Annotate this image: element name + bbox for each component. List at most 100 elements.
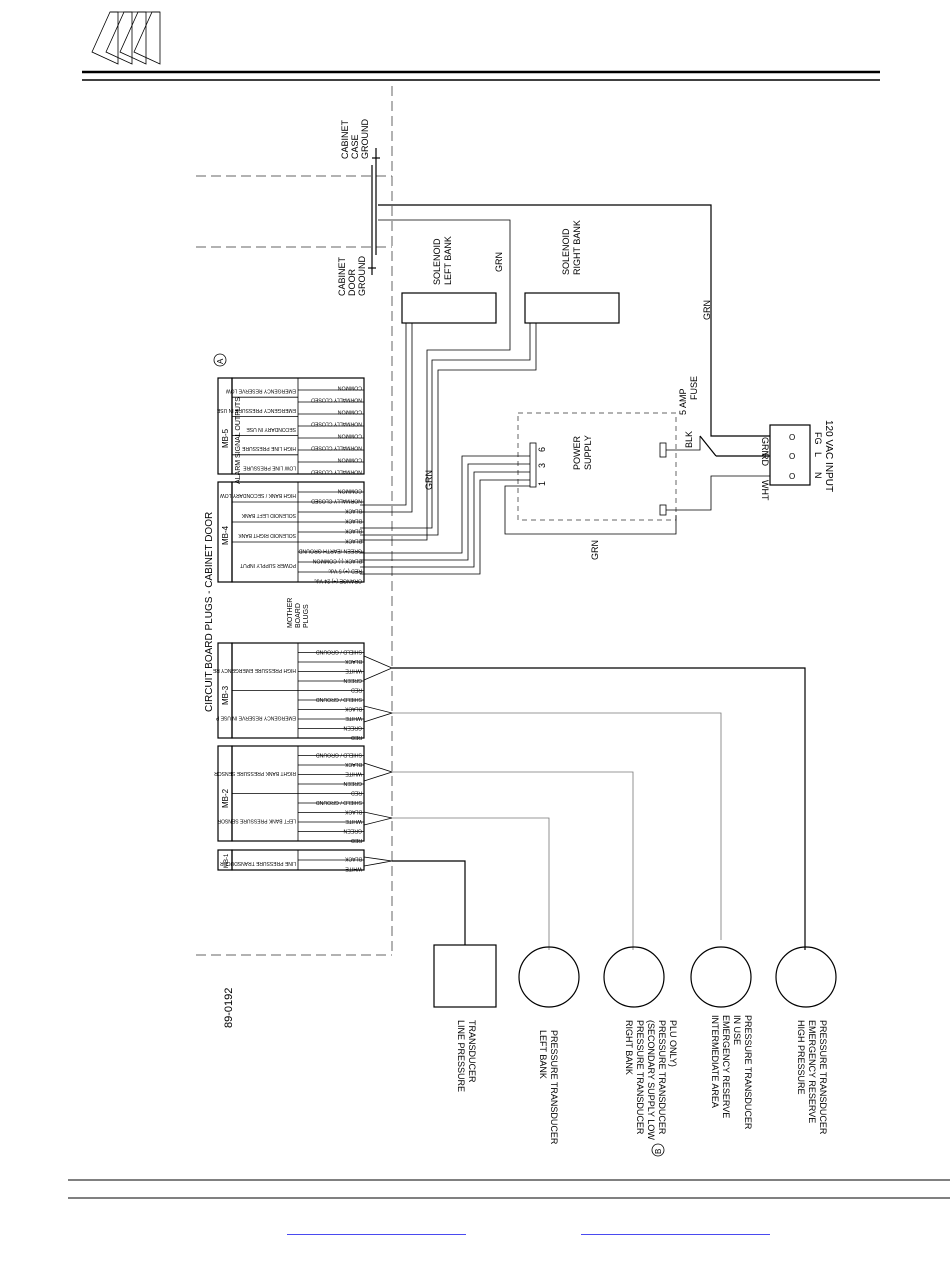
transducer-label: LINE PRESSURE [456, 1020, 466, 1092]
power-supply: POWER SUPPLY 6 3 1 [517, 412, 677, 521]
ac-input-label: 120 VAC INPUT [823, 420, 834, 492]
mb3-row-label: RED [351, 734, 362, 740]
mb1-name: MB-1 [224, 853, 230, 868]
drawing-number: 89-0192 [223, 988, 235, 1028]
mb2-row-label: BLACK [344, 761, 362, 767]
footer-link-1[interactable] [287, 1234, 466, 1235]
mb2-row-label: BLACK [344, 808, 362, 814]
solenoid-left-label-2: LEFT BANK [443, 236, 453, 285]
rd-label: RD [760, 453, 770, 466]
transducer-label: TRANSDUCER [467, 1020, 477, 1083]
mb3-row-label: SHIELD / GROUND [316, 648, 362, 654]
solenoid-right-label-1: SOLENOID [561, 228, 571, 275]
mb3-row-label: GREEN [343, 677, 362, 683]
mb3-row-label: RED [351, 686, 362, 692]
mb4-signal-label: SOLENOID RIGHT BANK [238, 532, 296, 538]
transducer-label: PRESSURE TRANSDUCER [818, 1020, 828, 1135]
transducer-label: PRESSURE TRANSDUCER [743, 1015, 753, 1130]
mb4-signal-label: SOLENOID LEFT BANK [241, 512, 296, 518]
transducer-label: EMERGENCY RESERVE [721, 1015, 731, 1118]
mb2-signal-label: LEFT BANK PRESSURE SENSOR [217, 817, 296, 823]
mb3-row-label: GREEN [343, 724, 362, 730]
mb4-row-label: GREEN /EARTH GROUND [298, 548, 362, 554]
ps-pin-6: 6 [537, 447, 547, 452]
transducer-label: PRESSURE TRANSDUCER [635, 1020, 645, 1135]
mb2-row-label: RED [351, 837, 362, 843]
mb4-name: MB-4 [221, 525, 230, 545]
mb5-row-label: COMMON [338, 457, 362, 463]
case-ground-label-2: CASE [350, 134, 360, 159]
power-supply-wiring: GRN [360, 455, 677, 575]
solenoid-right-label-2: RIGHT BANK [572, 220, 582, 275]
terminal-l: L [813, 452, 823, 457]
mb1-row-label: BLACK [344, 856, 362, 862]
transducer-label: INTERMEDIATE AREA [710, 1015, 720, 1108]
mb4-row-label: BLACK (-) COMMON [312, 558, 362, 564]
right-bank-transducer [603, 946, 665, 1008]
mb2-name: MB-2 [221, 788, 230, 808]
mb3-signal-label: EMERGENCY RESERVE IN USE P [215, 714, 296, 720]
cabinet-door-boundary [196, 86, 393, 956]
transducer-label: PRESSURE TRANSDUCER [657, 1020, 667, 1135]
power-supply-label-1: POWER [572, 435, 582, 470]
door-ground-label-3: GROUND [357, 256, 367, 296]
footer-link-2[interactable] [581, 1234, 770, 1235]
mb4-row-label: ORANGE (+) 24 Vdc [314, 578, 362, 584]
mb5-group: ALARM SIGNAL OUTPUTS [235, 397, 242, 484]
mb4-signal-label: POWER SUPPLY INPUT [240, 562, 296, 568]
door-ground-label-1: CABINET [337, 256, 347, 296]
ac-input-wiring: BLK 5 AMP FUSE WHT GRN RD [666, 376, 770, 511]
note-b-text: B [654, 1149, 663, 1154]
note-b-marker: B [651, 1143, 665, 1157]
terminal-pin-l: O [789, 452, 795, 461]
mb4-signal-label: HIGH BANK / SECONDARY LOW [220, 492, 296, 498]
note-a-marker: A [213, 353, 227, 367]
mb2-row-label: GREEN [343, 780, 362, 786]
transducer-label: (SECONDARY SUPPLY LOW [646, 1020, 656, 1140]
mb5-row-label: NORMALLY CLOSED [311, 421, 362, 427]
mb5-signal-label: HIGH LINE PRESSURE [241, 445, 296, 451]
fuse-label-2: FUSE [689, 376, 699, 400]
grn-label-input: GRN [760, 437, 770, 457]
mother-board-label-1: MOTHER [287, 598, 294, 628]
case-ground: CABINET CASE GROUND [340, 119, 380, 165]
mb4-row-label: BLACK [344, 518, 362, 524]
ground-wiring: GRN GRN [360, 165, 770, 541]
mb5-signal-label: SECONDARY IN USE [246, 426, 296, 432]
door-ground-label-2: DOOR [347, 268, 357, 296]
diagram-title: CIRCUIT BOARD PLUGS - CABINET DOOR [204, 512, 215, 712]
transducer-label: HIGH PRESSURE [796, 1020, 806, 1095]
intermediate-transducer [690, 946, 752, 1008]
grn-label-earth: GRN [590, 540, 600, 560]
terminal-pin-fg: O [789, 433, 795, 442]
mb4-row-label: RED (+) 5 Vdc [328, 568, 362, 574]
solenoid-left-bank: SOLENOID LEFT BANK [401, 236, 497, 324]
mb5-signal-label: EMERGENCY PRESSURE IN USE [216, 407, 296, 413]
mb3-row-label: BLACK [344, 705, 362, 711]
ps-pin-1: 1 [537, 481, 547, 486]
mb4-row-label: BLACK [344, 528, 362, 534]
fuse-label-1: 5 AMP [678, 388, 688, 415]
mb4-row-label: COMMON [338, 488, 362, 494]
ac-input-terminal-block: O O O FG L N 120 VAC INPUT [769, 420, 834, 492]
mb5-row-label: NORMALLY CLOSED [311, 469, 362, 475]
left-bank-transducer [518, 946, 580, 1008]
ps-pin-3: 3 [537, 463, 547, 468]
transducer-label: PLU ONLY) [668, 1020, 678, 1067]
transducer-label: PRESSURE TRANSDUCER [549, 1030, 559, 1145]
mother-board-label-2: BOARD [295, 603, 302, 628]
mb4-row-label: NORMALLY CLOSED [311, 498, 362, 504]
mb2-row-label: SHIELD / GROUND [316, 799, 362, 805]
terminal-pin-n: O [789, 472, 795, 481]
grn-label-solenoid: GRN [494, 252, 504, 272]
mb2-row-label: SHIELD / GROUND [316, 751, 362, 757]
company-logo [91, 11, 161, 65]
mother-board-label-3: PLUGS [303, 604, 310, 628]
grn-label-main: GRN [702, 300, 712, 320]
mb5-signal-label: EMERGENCY RESERVE LOW [226, 388, 296, 394]
transducer-label: LEFT BANK [538, 1030, 548, 1079]
note-a-text: A [216, 358, 225, 364]
mb3-signal-label: HIGH PRESSURE EMERGENCY RE [212, 667, 296, 673]
mb2-row-label: GREEN [343, 827, 362, 833]
